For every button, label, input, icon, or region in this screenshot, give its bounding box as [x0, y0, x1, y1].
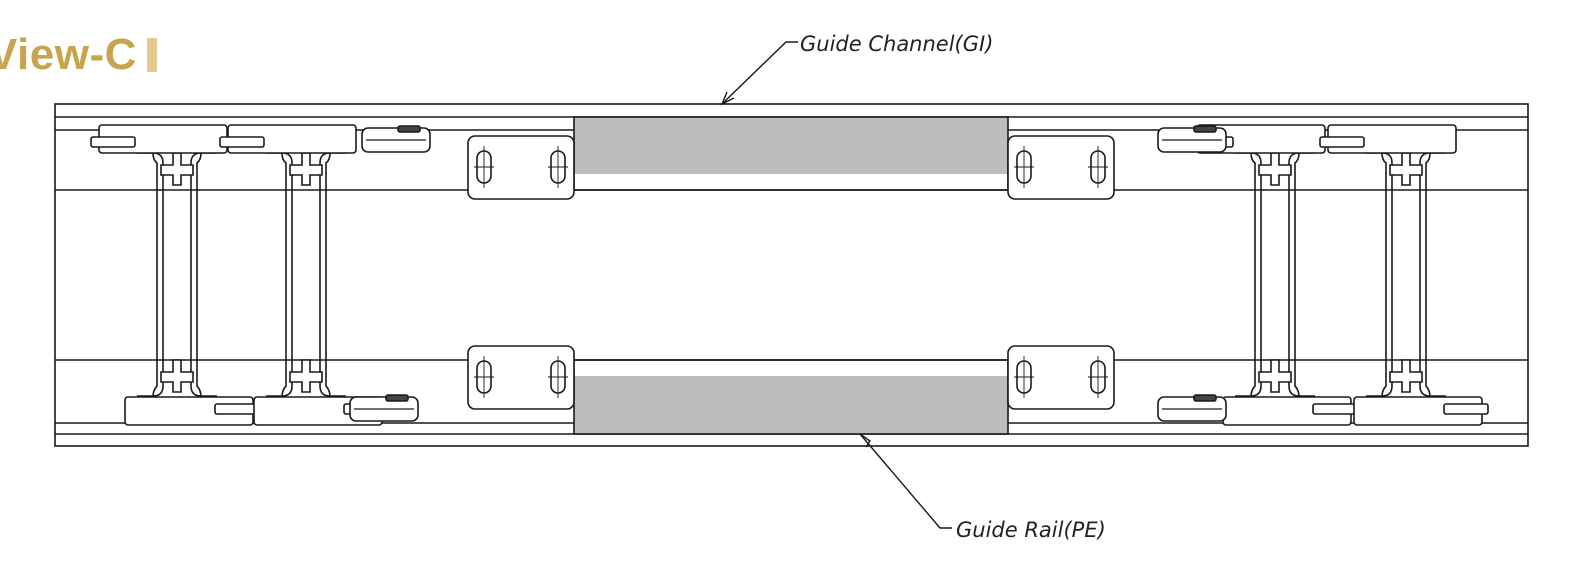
chain-links — [90, 124, 1489, 426]
guide-rail-leader — [859, 433, 952, 529]
roller-pin — [1193, 394, 1217, 402]
roller-icon — [1157, 394, 1227, 422]
slot-hole-icon — [474, 146, 494, 188]
mounting-brackets — [467, 135, 1115, 410]
link-web — [1381, 152, 1431, 398]
mounting-bracket-top — [1007, 135, 1115, 200]
slot-hole-icon — [548, 356, 568, 398]
stud-shape — [1389, 152, 1423, 186]
link-web — [1250, 152, 1300, 398]
roller-pin — [1193, 125, 1217, 133]
stud-shape — [1389, 359, 1423, 393]
stud-shape — [160, 359, 194, 393]
chain-link-column — [1188, 124, 1358, 426]
link-web — [152, 152, 202, 398]
bracket-plate — [467, 135, 575, 200]
roller-icon — [1157, 125, 1227, 153]
guide-rail-label: Guide Rail(PE) — [956, 518, 1106, 542]
cross-stud-icon — [1389, 152, 1423, 186]
guide-rail-top — [574, 117, 1008, 174]
cross-stud-icon — [1258, 359, 1292, 393]
chain-link-column — [219, 124, 389, 426]
slot-hole-icon — [548, 146, 568, 188]
roller-pin — [397, 125, 421, 133]
mounting-bracket-top — [467, 135, 575, 200]
title-marker-icon — [146, 38, 157, 72]
link-tab-bottom — [1443, 403, 1489, 415]
cross-stud-icon — [160, 359, 194, 393]
guide-channel-label: Guide Channel(GI) — [800, 32, 993, 56]
roller-icon — [349, 394, 419, 422]
slot-hole-icon — [1088, 146, 1108, 188]
cross-stud-icon — [289, 152, 323, 186]
stud-shape — [1258, 359, 1292, 393]
slot-hole-icon — [474, 356, 494, 398]
guide-channel-outline — [54, 103, 1529, 447]
roller-icon — [361, 125, 431, 153]
mounting-bracket-bottom — [467, 345, 575, 410]
mounting-bracket-bottom — [1007, 345, 1115, 410]
link-tab-top — [90, 136, 136, 148]
bracket-plate — [1007, 135, 1115, 200]
link-tab-bottom — [1312, 403, 1358, 415]
stud-shape — [289, 152, 323, 186]
stud-shape — [1258, 152, 1292, 186]
link-tab-top — [1319, 136, 1365, 148]
link-tab-bottom — [214, 403, 260, 415]
guide-channel-leader — [721, 41, 798, 105]
roller-pin — [385, 394, 409, 402]
link-web — [281, 152, 331, 398]
bracket-plate — [1007, 345, 1115, 410]
cross-stud-icon — [1389, 359, 1423, 393]
callout-leaders — [720, 41, 952, 529]
bracket-plate — [467, 345, 575, 410]
guide-rail-bottom — [574, 376, 1008, 434]
cross-stud-icon — [289, 359, 323, 393]
guide-channel-arrowhead — [720, 91, 735, 106]
chain-link-column — [1319, 124, 1489, 426]
stud-shape — [289, 359, 323, 393]
cross-stud-icon — [1258, 152, 1292, 186]
slot-hole-icon — [1014, 356, 1034, 398]
stud-shape — [160, 152, 194, 186]
link-tab-top — [219, 136, 265, 148]
chain-link-column — [90, 124, 260, 426]
view-title-text: View-C — [0, 30, 137, 79]
view-title: View-C — [0, 30, 157, 80]
guide-rail-arrowhead — [859, 433, 871, 448]
slot-hole-icon — [1088, 356, 1108, 398]
cross-stud-icon — [160, 152, 194, 186]
slot-hole-icon — [1014, 146, 1034, 188]
